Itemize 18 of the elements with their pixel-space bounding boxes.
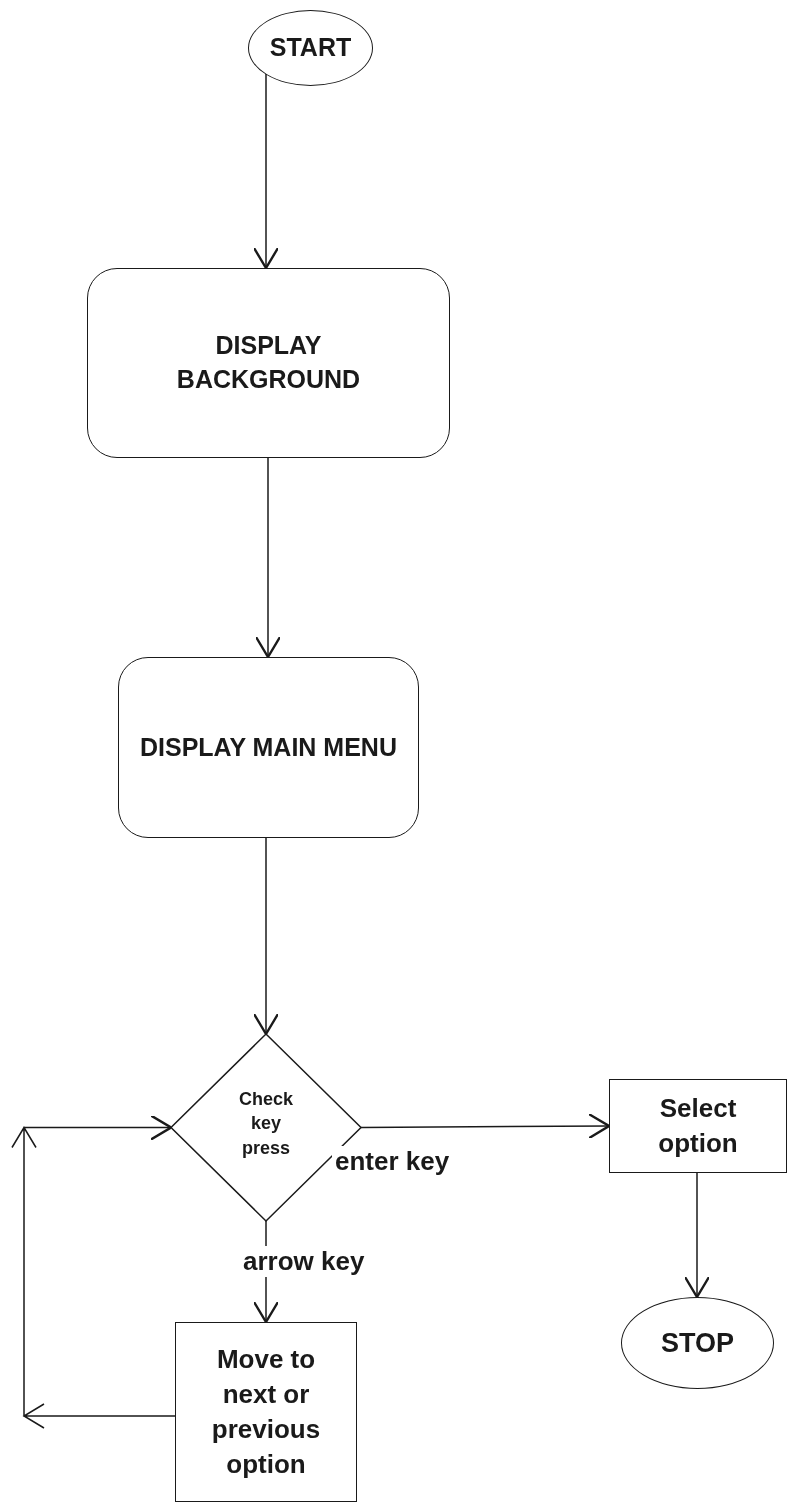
arrow — [252, 73, 280, 270]
arrow — [254, 457, 282, 659]
node-label: Select option — [657, 1091, 739, 1160]
process-box — [118, 657, 419, 838]
arrow — [252, 837, 280, 1036]
node-label: Check key press — [238, 1088, 294, 1160]
arrow — [360, 1112, 611, 1140]
process-box — [175, 1322, 357, 1502]
arrow — [683, 1172, 711, 1299]
node-label: STOP — [661, 1326, 734, 1360]
node-label: DISPLAY BACKGROUND — [175, 330, 362, 395]
arrow — [11, 1114, 176, 1429]
node-label: Move to next or previous option — [210, 1342, 322, 1482]
node-label: DISPLAY MAIN MENU — [140, 731, 397, 763]
process-box — [609, 1079, 787, 1173]
edge-label: arrow key — [240, 1246, 368, 1277]
process-box — [87, 268, 450, 458]
node-label: START — [269, 32, 352, 64]
